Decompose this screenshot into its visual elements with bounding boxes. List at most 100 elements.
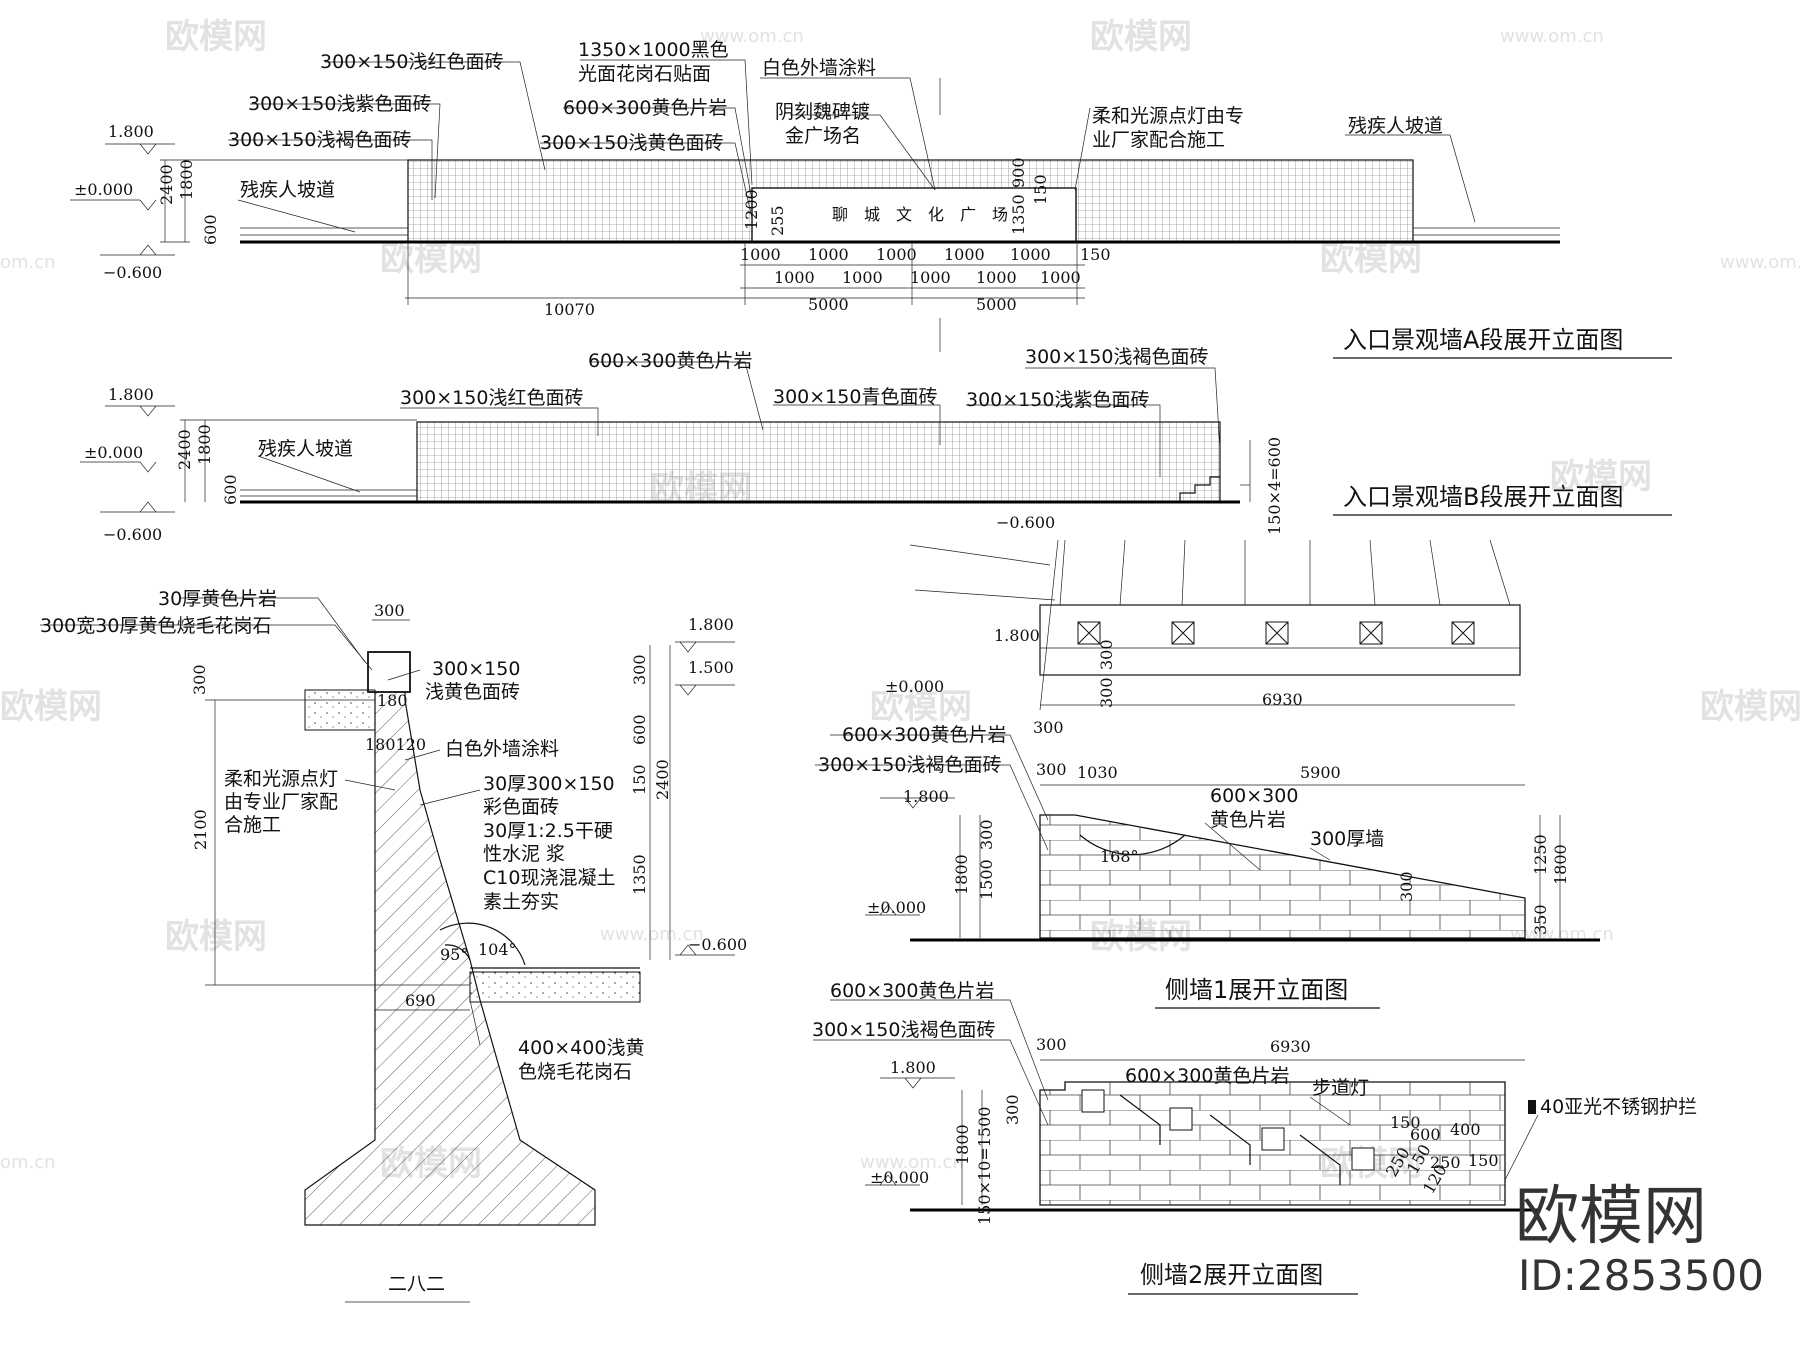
s2-dim-step-total: 150×10=1500 xyxy=(975,1107,994,1225)
angle-95: 95° xyxy=(440,945,468,964)
label-section-granite: 300宽30厚黄色烧毛花岗石 xyxy=(40,615,271,637)
dim-row1: 1000 xyxy=(808,245,849,264)
watermark-url: om.cn xyxy=(0,252,56,273)
label-section-light-2: 由专业厂家配 xyxy=(224,791,338,813)
dim-690: 690 xyxy=(405,991,436,1010)
dim-5000: 5000 xyxy=(976,295,1017,314)
granite-plaque xyxy=(751,187,1077,243)
plan-dim-300: 300 xyxy=(1033,718,1064,737)
dim-2100: 2100 xyxy=(191,809,210,850)
s2-dim-400: 400 xyxy=(1450,1120,1481,1139)
watermark-url: www.om.cn xyxy=(1720,252,1800,273)
section-concrete xyxy=(304,651,596,1226)
s1-dim-1500: 1500 xyxy=(977,859,996,900)
dim-1350: 1350 xyxy=(630,854,649,895)
level-1500: 1.500 xyxy=(688,658,734,677)
label-s2-brown-tile: 300×150浅褐色面砖 xyxy=(812,1019,995,1041)
watermark-text: 欧模网 xyxy=(165,17,267,57)
dim-row1: 1000 xyxy=(944,245,985,264)
label-section-paint: 白色外墙涂料 xyxy=(445,738,559,760)
s1-level-0: ±0.000 xyxy=(867,898,926,917)
plaza-name-char: 场 xyxy=(992,205,1008,224)
label-section-color-tile-2: 彩色面砖 xyxy=(483,796,559,818)
label-light-red-tile: 300×150浅红色面砖 xyxy=(320,51,503,73)
side-wall-2-elevation: 600×300黄色片岩 300×150浅褐色面砖 600×300黄色片岩 步道灯… xyxy=(812,980,1697,1295)
side-wall-1-face xyxy=(1039,814,1526,939)
level-minus-600: −0.600 xyxy=(103,263,162,282)
s2-dim-1800: 1800 xyxy=(953,1124,972,1165)
label-black-granite-2: 光面花岗石贴面 xyxy=(578,63,711,85)
level-0: ±0.000 xyxy=(74,180,133,199)
dim-row1: 1000 xyxy=(876,245,917,264)
label-engraved-name-2: 金广场名 xyxy=(785,125,861,147)
dim-180120: 180120 xyxy=(365,735,426,754)
watermark-text: 欧模网 xyxy=(1090,17,1192,57)
label-step-light: 步道灯 xyxy=(1312,1077,1369,1099)
plan-level-1800: 1.800 xyxy=(994,626,1040,645)
dim-row2: 1000 xyxy=(910,268,951,287)
plan-dim-300: 300 xyxy=(1097,677,1116,708)
label-s1-slate: 600×300黄色片岩 xyxy=(842,724,1006,746)
label-light-purple-tile: 300×150浅紫色面砖 xyxy=(966,389,1149,411)
plaza-name-char: 广 xyxy=(960,205,976,224)
wall-a-elevation: 聊 城 文 化 广 场 300×150浅红色面砖 300×150浅紫色面砖 30… xyxy=(70,39,1672,359)
label-section-light: 柔和光源点灯 xyxy=(224,768,338,790)
plan-dim-6930: 6930 xyxy=(1262,690,1303,709)
dim-600: 600 xyxy=(630,714,649,745)
plan-wall-band xyxy=(1039,604,1521,676)
s1-dim-1800: 1800 xyxy=(1551,844,1570,885)
s2-dim-300: 300 xyxy=(1036,1035,1067,1054)
label-yellow-slate: 600×300黄色片岩 xyxy=(588,350,752,372)
label-s2-slate-mid: 600×300黄色片岩 xyxy=(1125,1065,1289,1087)
section-coping xyxy=(367,651,411,693)
label-white-paint: 白色外墙涂料 xyxy=(762,57,876,79)
s2-level-1800: 1.800 xyxy=(890,1058,936,1077)
label-section-tile: 300×150 xyxy=(432,658,520,680)
label-section-mortar: 30厚1:2.5干硬 xyxy=(483,820,613,842)
label-section-mortar-2: 性水泥 浆 xyxy=(483,843,565,865)
wall-b-tile-face xyxy=(416,421,1221,503)
label-section-soil: 素土夯实 xyxy=(483,891,559,913)
plaza-name-char: 城 xyxy=(864,205,880,224)
brand-logo-text: 欧模网 xyxy=(1515,1180,1707,1254)
vdim-255: 255 xyxy=(768,205,787,236)
label-s1-slate-a: 600×300 xyxy=(1210,785,1298,807)
dim-10070: 10070 xyxy=(544,300,595,319)
watermark-text: 欧模网 xyxy=(1700,687,1800,727)
s2-dim-150: 150 xyxy=(1390,1113,1421,1132)
watermark-text: 欧模网 xyxy=(1550,457,1652,497)
s1-dim-350: 350 xyxy=(1531,904,1550,935)
side-wall-1-title: 侧墙1展开立面图 xyxy=(1165,976,1348,1004)
level-1800: 1.800 xyxy=(108,122,154,141)
label-ramp-left: 残疾人坡道 xyxy=(240,179,335,201)
label-black-granite: 1350×1000黑色 xyxy=(578,39,729,61)
label-light-brown-tile: 300×150浅褐色面砖 xyxy=(1025,346,1208,368)
dim-row2: 1000 xyxy=(842,268,883,287)
dim-row1: 150 xyxy=(1080,245,1111,264)
s1-dim-1250: 1250 xyxy=(1531,834,1550,875)
vdim-150: 150 xyxy=(1031,174,1050,205)
watermark-text: 欧模网 xyxy=(0,687,102,727)
label-light-red-tile: 300×150浅红色面砖 xyxy=(400,387,583,409)
s1-dim-300: 300 xyxy=(1036,760,1067,779)
label-spot-light-2: 业厂家配合施工 xyxy=(1092,129,1225,151)
plaza-name-char: 聊 xyxy=(832,205,848,224)
s1-dim-1800: 1800 xyxy=(952,854,971,895)
wall-b-title: 入口景观墙B段展开立面图 xyxy=(1343,483,1623,511)
plan-level-minus-600: −0.600 xyxy=(996,513,1055,532)
watermark-text: 欧模网 xyxy=(1320,239,1422,279)
section-caption: 二八二 xyxy=(388,1273,445,1295)
vdim-1800: 1800 xyxy=(195,424,214,465)
side-wall-1-elevation: 600×300黄色片岩 300×150浅褐色面砖 600×300 黄色片岩 30… xyxy=(815,724,1600,1009)
dim-5000: 5000 xyxy=(808,295,849,314)
vdim-2400: 2400 xyxy=(175,429,194,470)
vdim-900: 900 xyxy=(1009,157,1028,188)
watermark-url: www.om.cn xyxy=(700,26,804,47)
section-ground-lower xyxy=(469,971,641,1003)
plaza-name-char: 文 xyxy=(896,205,912,224)
s1-dim-300: 300 xyxy=(977,819,996,850)
vdim-1200: 1200 xyxy=(742,189,761,230)
wall-b-elevation: 600×300黄色片岩 300×150浅红色面砖 300×150青色面砖 300… xyxy=(80,346,1672,544)
label-light-yellow-tile: 300×150浅黄色面砖 xyxy=(540,132,723,154)
s2-dim-600: 600 xyxy=(1410,1125,1441,1144)
